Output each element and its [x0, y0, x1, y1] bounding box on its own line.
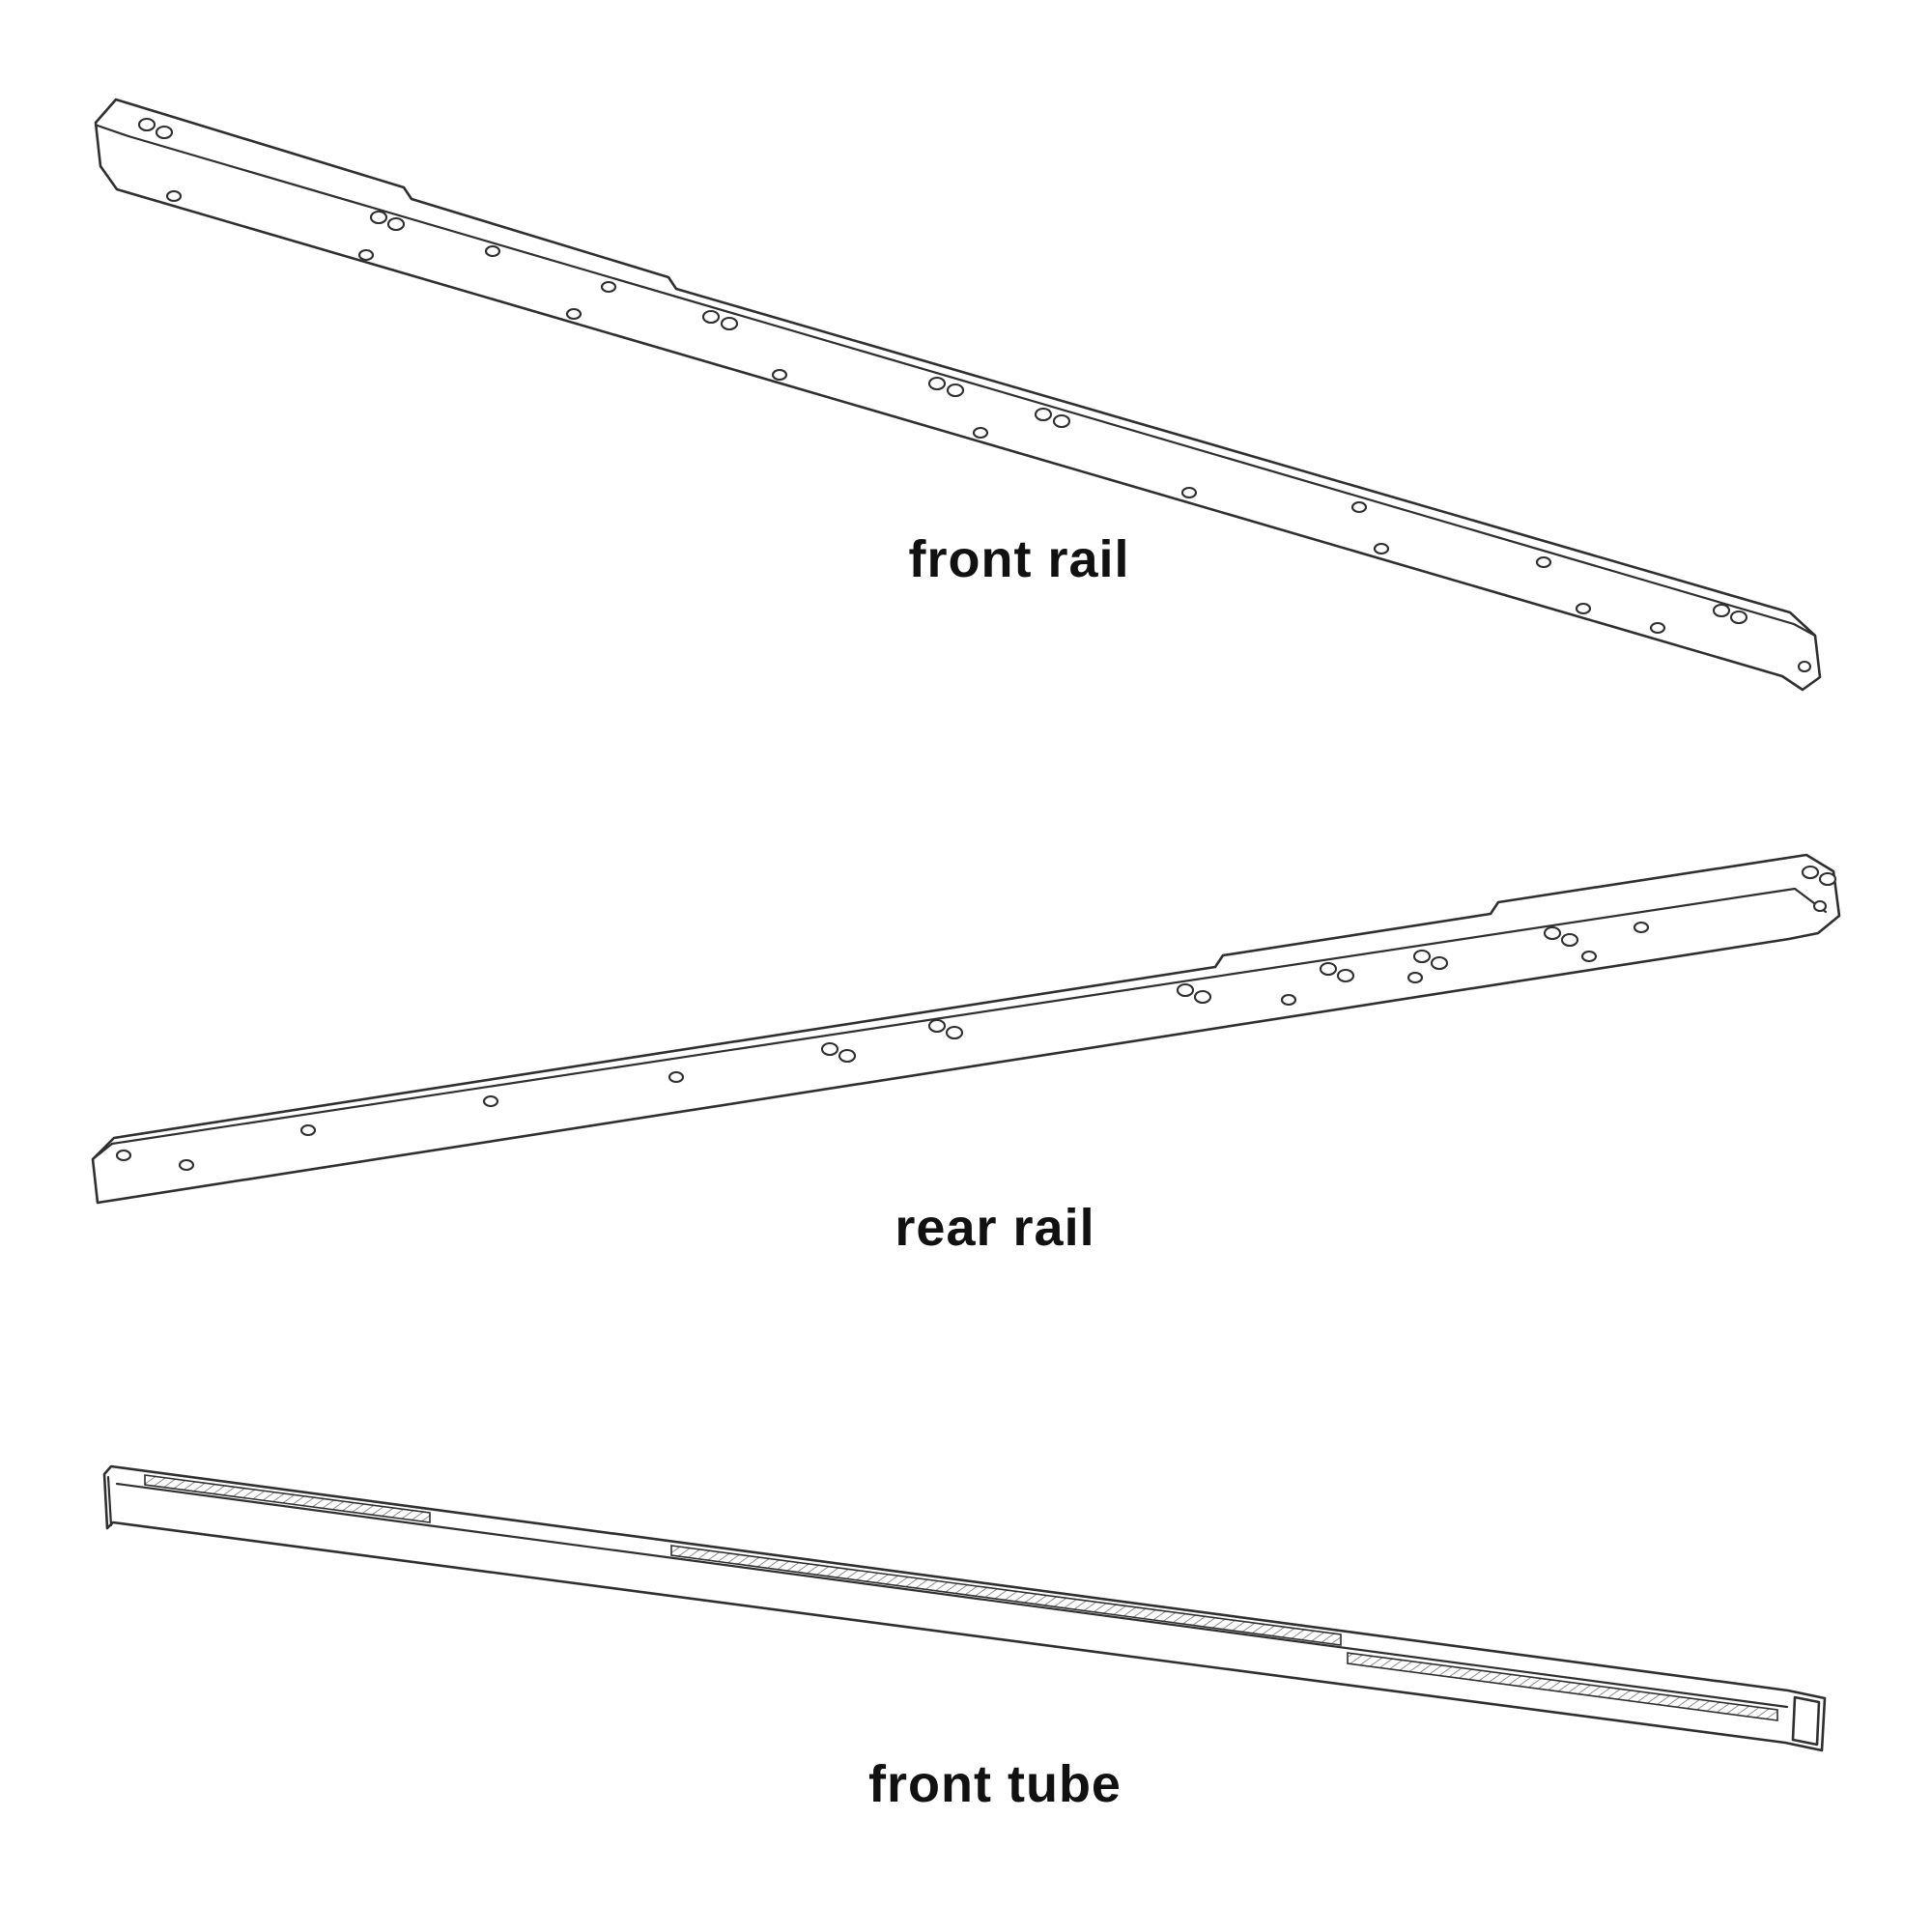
front-tube-slot-strips	[144, 1474, 1778, 1721]
hole	[357, 248, 375, 262]
front-rail-left-end-bend	[96, 124, 130, 138]
hole	[1812, 899, 1828, 913]
hole	[1818, 871, 1837, 887]
hole	[1406, 971, 1424, 984]
hole	[820, 1041, 839, 1057]
front-rail-drawing	[94, 98, 1822, 692]
rear-rail-outline	[91, 853, 1841, 1205]
rear-rail-holes	[115, 865, 1837, 1172]
hole	[945, 1025, 964, 1040]
front-rail-fold-line	[127, 134, 1796, 626]
slot-strip	[670, 1545, 1342, 1646]
hole	[155, 125, 174, 140]
hole	[1034, 407, 1053, 422]
hole	[1280, 993, 1297, 1007]
front-tube-top-fold-line	[115, 1482, 1789, 1709]
hole	[137, 117, 156, 132]
hole	[482, 1094, 499, 1108]
hole	[369, 210, 388, 225]
hole	[1560, 932, 1579, 948]
hole	[838, 1048, 857, 1064]
hole	[565, 307, 582, 321]
hole	[484, 244, 501, 258]
hole	[1193, 989, 1212, 1005]
rear-rail-label: rear rail	[895, 1199, 1095, 1257]
hole	[299, 1123, 317, 1137]
hole	[1052, 413, 1071, 429]
hole	[600, 280, 617, 294]
front-tube-outline	[102, 1464, 1827, 1752]
hole	[668, 1070, 685, 1084]
hole	[1575, 602, 1592, 615]
hole	[1350, 500, 1368, 514]
hole	[701, 309, 721, 325]
hole	[386, 216, 406, 232]
front-tube-drawing	[102, 1464, 1827, 1752]
hole	[927, 376, 947, 391]
hole	[1649, 621, 1666, 635]
slot-strip	[1347, 1652, 1778, 1721]
hole	[720, 316, 739, 331]
hole	[115, 1149, 132, 1162]
hole	[1797, 660, 1812, 673]
hole	[946, 383, 965, 398]
hole	[1543, 925, 1562, 941]
hole	[1633, 921, 1650, 934]
hole	[1373, 542, 1390, 555]
hole	[1535, 555, 1552, 569]
front-rail-right-end-bend	[1792, 622, 1817, 638]
rear-rail-drawing	[91, 853, 1841, 1205]
hole	[1801, 865, 1820, 880]
hole	[1712, 603, 1731, 618]
hole	[1430, 955, 1449, 971]
rear-rail-fold-line	[110, 887, 1797, 1146]
front-tube-left-end-line	[106, 1475, 113, 1527]
hole	[178, 1158, 195, 1172]
hole	[1729, 610, 1748, 625]
slot-strip	[144, 1474, 431, 1523]
front-rail-holes	[137, 117, 1812, 673]
rear-rail-left-end-bend	[91, 1142, 114, 1161]
hole	[1580, 950, 1598, 963]
front-tube-label: front tube	[868, 1755, 1122, 1813]
front-rail-label: front rail	[908, 530, 1130, 588]
hole	[927, 1018, 947, 1034]
hole	[1336, 968, 1355, 983]
hole	[1412, 949, 1432, 964]
hole	[1319, 961, 1338, 977]
hole	[165, 189, 183, 203]
hole	[1176, 982, 1195, 998]
hole	[1180, 486, 1198, 499]
hole	[771, 368, 788, 382]
hole	[972, 426, 989, 440]
front-tube-end-cap	[1791, 1695, 1821, 1747]
